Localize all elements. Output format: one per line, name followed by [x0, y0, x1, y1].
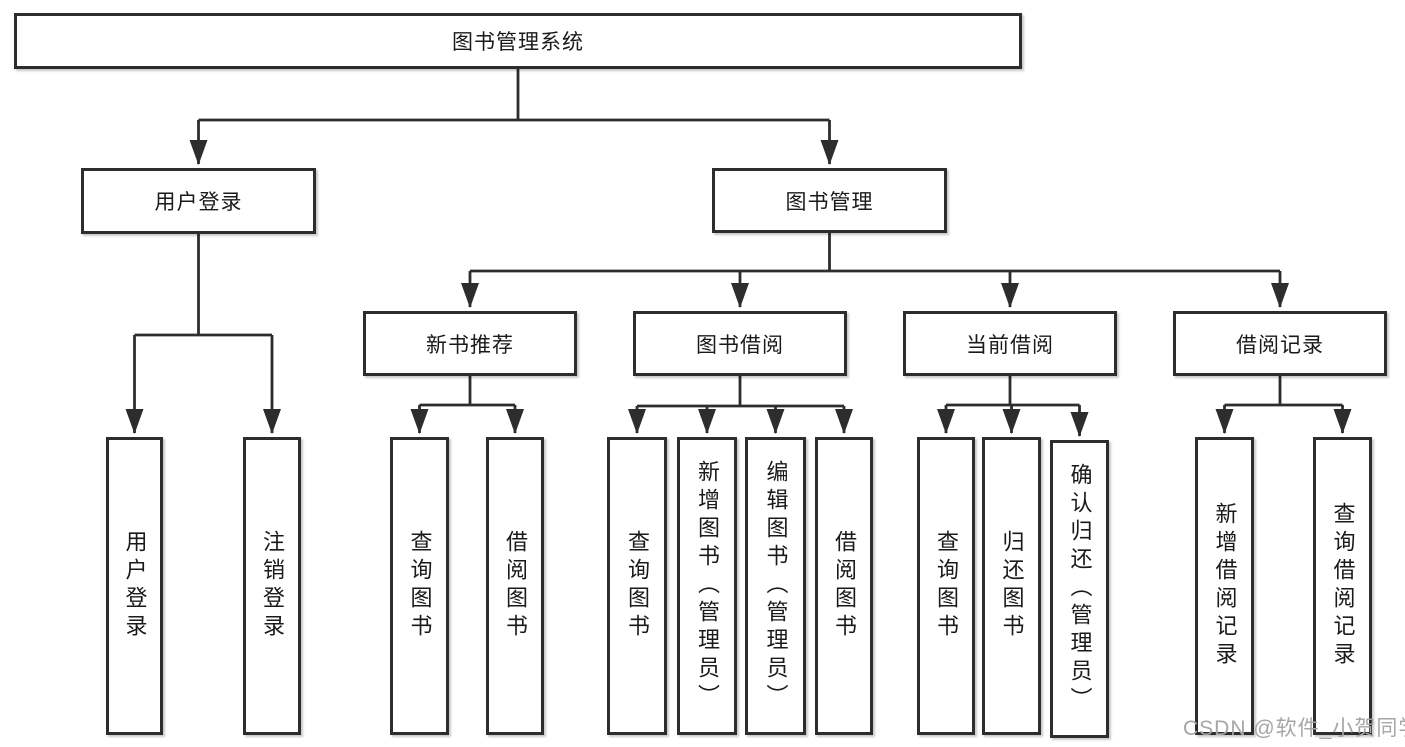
- leaf-borrow-books-borrowing: 借阅图书: [815, 437, 873, 735]
- leaf-query-borrow-record-label: 查询借阅记录: [1330, 502, 1356, 670]
- node-current-borrowing: 当前借阅: [903, 311, 1117, 376]
- node-book-management: 图书管理: [712, 168, 947, 233]
- leaf-borrow-books-recommend-label: 借阅图书: [503, 530, 528, 642]
- leaf-logout: 注销登录: [243, 437, 301, 735]
- node-user-login: 用户登录: [81, 168, 316, 234]
- leaf-query-books-recommend: 查询图书: [390, 437, 449, 735]
- leaf-confirm-return-admin-label: 确认归还（管理员）: [1067, 463, 1093, 715]
- node-borrowing-records: 借阅记录: [1173, 311, 1387, 376]
- leaf-add-book-admin: 新增图书（管理员）: [677, 437, 737, 735]
- leaf-add-borrow-record: 新增借阅记录: [1195, 437, 1254, 735]
- leaf-query-books-borrowing-label: 查询图书: [625, 530, 650, 642]
- leaf-query-borrow-record: 查询借阅记录: [1313, 437, 1372, 735]
- node-library-management-system: 图书管理系统: [14, 13, 1022, 69]
- leaf-query-books-recommend-label: 查询图书: [407, 530, 433, 642]
- leaf-return-book: 归还图书: [982, 437, 1041, 735]
- leaf-query-books-borrowing: 查询图书: [607, 437, 667, 735]
- leaf-add-book-admin-label: 新增图书（管理员）: [695, 460, 720, 712]
- leaf-user-login: 用户登录: [106, 437, 163, 735]
- leaf-edit-book-admin-label: 编辑图书（管理员）: [763, 460, 789, 712]
- node-new-book-recommendation: 新书推荐: [363, 311, 577, 376]
- leaf-return-book-label: 归还图书: [999, 530, 1025, 642]
- leaf-confirm-return-admin: 确认归还（管理员）: [1050, 440, 1109, 738]
- node-book-borrowing: 图书借阅: [633, 311, 847, 376]
- leaf-borrow-books-recommend: 借阅图书: [486, 437, 544, 735]
- leaf-borrow-books-borrowing-label: 借阅图书: [832, 530, 857, 642]
- leaf-edit-book-admin: 编辑图书（管理员）: [745, 437, 806, 735]
- leaf-user-login-label: 用户登录: [122, 530, 148, 642]
- leaf-add-borrow-record-label: 新增借阅记录: [1212, 502, 1238, 670]
- leaf-logout-label: 注销登录: [260, 530, 285, 642]
- leaf-query-books-current: 查询图书: [917, 437, 975, 735]
- leaf-query-books-current-label: 查询图书: [934, 530, 959, 642]
